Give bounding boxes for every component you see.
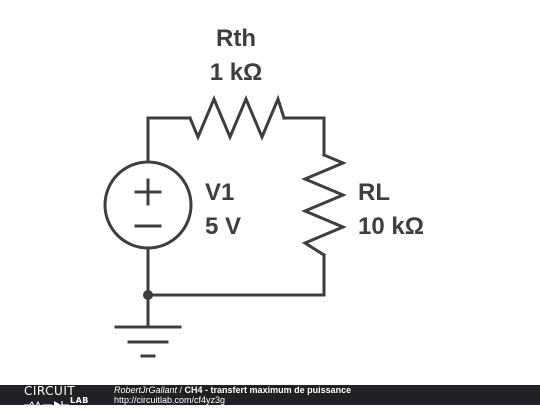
circuit-title: CH4 - transfert maximum de puissance bbox=[184, 385, 352, 395]
circuitlab-logo-top: CIRCUIT bbox=[24, 384, 76, 398]
rl-name-label: RL bbox=[358, 179, 390, 206]
footer-title-line: RobertJrGallant / CH4 - transfert maximu… bbox=[114, 385, 351, 395]
author-name: RobertJrGallant bbox=[114, 385, 178, 395]
circuitlab-logo-bottom: LAB bbox=[70, 396, 89, 405]
junction-dot bbox=[143, 290, 153, 300]
v1-value-label: 5 V bbox=[205, 213, 241, 240]
ground-symbol bbox=[114, 325, 182, 358]
resistor-rl-symbol bbox=[301, 153, 347, 258]
resistor-rth-symbol bbox=[188, 94, 286, 141]
rth-value-label: 1 kΩ bbox=[210, 59, 263, 86]
title-separator: / bbox=[177, 385, 185, 395]
circuit-schematic: Rth 1 kΩ V1 5 V RL 10 kΩ bbox=[103, 25, 424, 358]
circuitlab-logo: LAB bbox=[24, 396, 94, 410]
wire-bottom bbox=[146, 253, 326, 297]
voltage-source-v1-symbol bbox=[103, 160, 193, 250]
wire-right-top bbox=[282, 116, 326, 157]
footer-bar: CIRCUIT LAB RobertJrGallant / CH4 - tran… bbox=[0, 384, 540, 410]
circuit-url-link[interactable]: http://circuitlab.com/cf4yz3g bbox=[114, 395, 226, 405]
wire-left-top bbox=[146, 116, 192, 164]
rth-name-label: Rth bbox=[216, 25, 256, 52]
rl-value-label: 10 kΩ bbox=[358, 213, 424, 240]
v1-name-label: V1 bbox=[205, 179, 234, 206]
